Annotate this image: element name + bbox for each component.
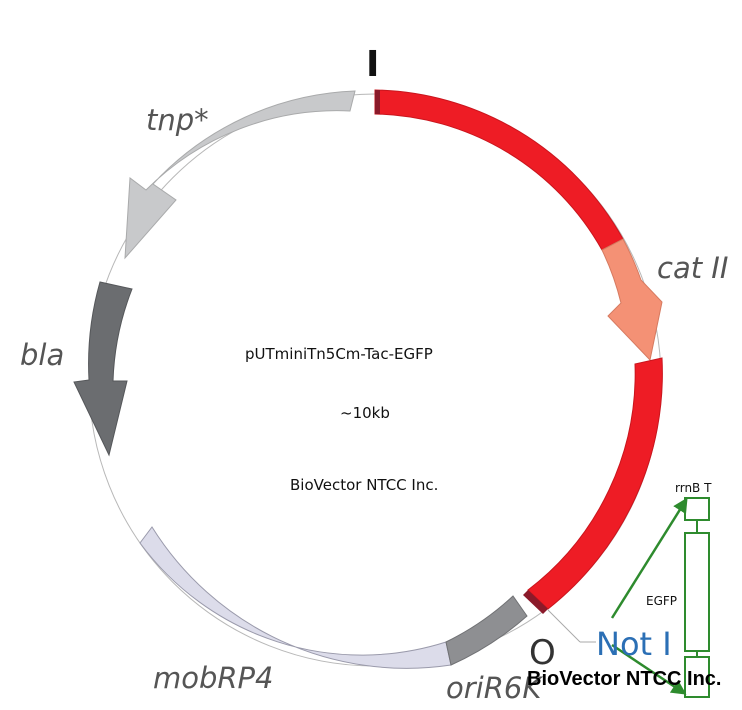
origin-mark: O xyxy=(529,633,556,673)
plasmid-name: pUTminiTn5Cm-Tac-EGFP xyxy=(245,345,433,363)
egfp-box xyxy=(684,532,710,652)
zoom-line-lower xyxy=(611,643,687,695)
zoom-line-upper xyxy=(610,497,688,619)
company-center: BioVector NTCC Inc. xyxy=(290,476,438,494)
company-overlap-label: BioVector NTCC Inc. xyxy=(527,668,721,690)
insert-red-right xyxy=(527,357,663,610)
oriR6K-label: oriR6K xyxy=(446,671,543,705)
mobRP4-label: mobRP4 xyxy=(153,661,274,695)
insert-dark-start xyxy=(375,90,380,114)
bla-arrow xyxy=(73,281,133,457)
catII-label: cat II xyxy=(657,251,728,285)
top-marker-label: I xyxy=(366,44,379,85)
notI-label: Not I xyxy=(596,625,672,663)
notI-pointer-line xyxy=(547,609,581,643)
plasmid-size: ~10kb xyxy=(340,404,390,422)
insert-dark-end xyxy=(523,590,548,614)
catII-arrow xyxy=(601,238,663,362)
insert-red-top xyxy=(374,89,624,251)
tnp-arrow xyxy=(124,90,356,260)
egfp-label: EGFP xyxy=(646,594,677,608)
rrnb-box xyxy=(684,497,710,521)
bla-label: bla xyxy=(20,338,64,372)
rrnb-label: rrnB T xyxy=(675,481,712,495)
tnp-label: tnp* xyxy=(146,103,209,137)
oriR6K-segment xyxy=(445,595,528,666)
mobRP4-segment xyxy=(139,526,452,669)
